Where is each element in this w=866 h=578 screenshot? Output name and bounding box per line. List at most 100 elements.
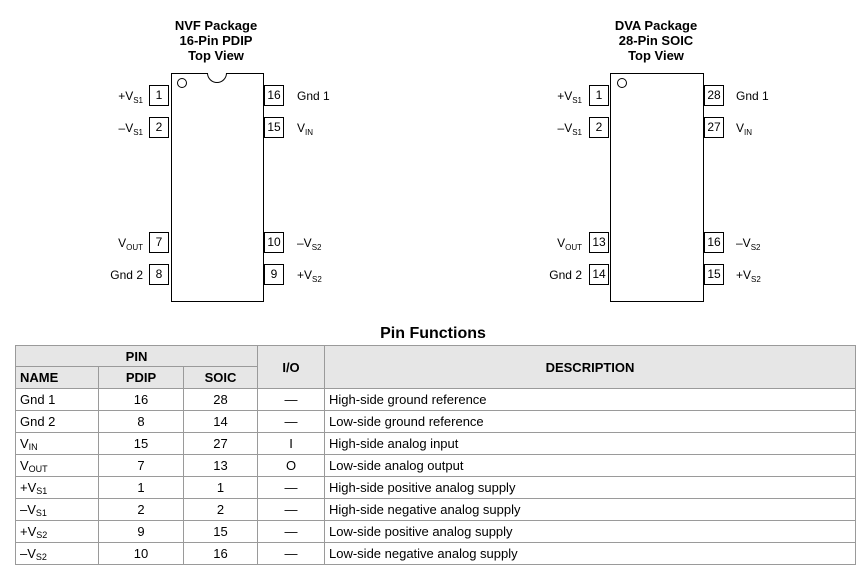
- pin-label-sub: S2: [312, 275, 322, 284]
- header-name: NAME: [15, 366, 99, 389]
- cell-description: Low-side analog output: [324, 454, 856, 477]
- cell-pdip: 10: [98, 542, 184, 565]
- nvf-pin-box: 7: [149, 232, 169, 253]
- cell-pdip: 2: [98, 498, 184, 521]
- cell-soic: 2: [183, 498, 258, 521]
- pin-label-sub: S1: [133, 96, 143, 105]
- header-soic: SOIC: [183, 366, 258, 389]
- cell-soic: 14: [183, 410, 258, 433]
- table-row: –VS2 10 16 — Low-side negative analog su…: [15, 542, 856, 565]
- nvf-pin-box: 2: [149, 117, 169, 138]
- table-row: Gnd 1 16 28 — High-side ground reference: [15, 388, 856, 411]
- name-main: –V: [20, 501, 36, 517]
- nvf-pin-box: 1: [149, 85, 169, 106]
- table-subheader-row: NAME PDIP SOIC: [15, 366, 856, 389]
- nvf-pin-box: 10: [264, 232, 284, 253]
- cell-name: VIN: [15, 432, 99, 455]
- dva-pin1-dot: [617, 78, 627, 88]
- cell-io: I: [257, 432, 325, 455]
- dva-pin-box: 13: [589, 232, 609, 253]
- cell-soic: 1: [183, 476, 258, 499]
- cell-io: —: [257, 476, 325, 499]
- table-row: +VS2 9 15 — Low-side positive analog sup…: [15, 520, 856, 543]
- pin-label-main: V: [297, 121, 306, 135]
- name-sub: OUT: [28, 463, 48, 474]
- nvf-pin-label: –VS2: [297, 236, 321, 255]
- cell-name: +VS2: [15, 520, 99, 543]
- pin-label-main: Gnd 1: [736, 89, 769, 103]
- cell-io: O: [257, 454, 325, 477]
- pin-label-main: Gnd 2: [549, 268, 582, 282]
- table-header-row: PIN I/O DESCRIPTION: [15, 345, 856, 389]
- cell-pdip: 15: [98, 432, 184, 455]
- pin-label-main: V: [118, 236, 127, 250]
- cell-soic: 13: [183, 454, 258, 477]
- cell-pdip: 1: [98, 476, 184, 499]
- name-sub: S2: [36, 529, 48, 540]
- nvf-pin-label: –VS1: [119, 121, 143, 140]
- pin-label-main: –V: [557, 121, 573, 135]
- cell-description: High-side analog input: [324, 432, 856, 455]
- nvf-pin1-dot: [177, 78, 187, 88]
- dva-pin-box: 1: [589, 85, 609, 106]
- name-main: –V: [20, 545, 36, 561]
- cell-io: —: [257, 520, 325, 543]
- name-sub: S1: [36, 485, 48, 496]
- nvf-pin-label: Gnd 1: [297, 89, 330, 108]
- cell-pdip: 9: [98, 520, 184, 543]
- dva-pin-box: 15: [704, 264, 724, 285]
- cell-description: High-side positive analog supply: [324, 476, 856, 499]
- cell-pdip: 7: [98, 454, 184, 477]
- cell-pdip: 16: [98, 388, 184, 411]
- dva-pin-label: VIN: [736, 121, 752, 140]
- pin-label-main: +V: [118, 89, 134, 103]
- pin-label-main: –V: [118, 121, 134, 135]
- pin-label-main: V: [736, 121, 745, 135]
- dva-pin-box: 2: [589, 117, 609, 138]
- header-io: I/O: [257, 345, 325, 389]
- cell-soic: 27: [183, 432, 258, 455]
- nvf-title-line2: 16-Pin PDIP: [179, 33, 253, 48]
- name-main: Gnd 2: [20, 413, 56, 429]
- dva-pin-label: Gnd 2: [549, 268, 582, 287]
- pin-label-sub: S2: [750, 243, 761, 252]
- cell-description: Low-side ground reference: [324, 410, 856, 433]
- name-sub: S2: [35, 551, 47, 562]
- pin-label-sub: OUT: [126, 243, 143, 252]
- nvf-pin-label: VOUT: [118, 236, 143, 255]
- name-sub: IN: [28, 441, 38, 452]
- dva-pin-label: +VS1: [557, 89, 582, 108]
- nvf-pin-box: 8: [149, 264, 169, 285]
- table-row: –VS1 2 2 — High-side negative analog sup…: [15, 498, 856, 521]
- nvf-pin-label: Gnd 2: [110, 268, 143, 287]
- dva-pin-box: 16: [704, 232, 724, 253]
- table-row: Gnd 2 8 14 — Low-side ground reference: [15, 410, 856, 433]
- cell-name: VOUT: [15, 454, 99, 477]
- dva-pin-box: 27: [704, 117, 724, 138]
- dva-package-title: DVA Package 28-Pin SOIC Top View: [576, 18, 736, 63]
- header-description: DESCRIPTION: [324, 345, 856, 389]
- nvf-pin-label: VIN: [297, 121, 313, 140]
- nvf-pin-box: 9: [264, 264, 284, 285]
- nvf-pin-box: 16: [264, 85, 284, 106]
- name-main: Gnd 1: [20, 391, 56, 407]
- dva-pin-label: –VS1: [558, 121, 582, 140]
- nvf-title-line1: NVF Package: [174, 18, 258, 33]
- cell-name: Gnd 1: [15, 388, 99, 411]
- nvf-package-title: NVF Package 16-Pin PDIP Top View: [136, 18, 296, 63]
- cell-soic: 15: [183, 520, 258, 543]
- nvf-pin-label: +VS2: [297, 268, 322, 287]
- cell-io: —: [257, 410, 325, 433]
- pin-label-sub: S1: [572, 96, 582, 105]
- dva-pin-label: VOUT: [557, 236, 582, 255]
- pin-label-main: +V: [557, 89, 573, 103]
- cell-io: —: [257, 498, 325, 521]
- cell-soic: 28: [183, 388, 258, 411]
- dva-title-line1: DVA Package: [614, 18, 698, 33]
- pin-label-sub: IN: [305, 128, 314, 137]
- cell-name: –VS2: [15, 542, 99, 565]
- pin-functions-table: PIN I/O DESCRIPTION NAME PDIP SOIC Gnd 1…: [15, 345, 856, 565]
- dva-title-line3: Top View: [628, 48, 684, 63]
- cell-name: –VS1: [15, 498, 99, 521]
- cell-name: Gnd 2: [15, 410, 99, 433]
